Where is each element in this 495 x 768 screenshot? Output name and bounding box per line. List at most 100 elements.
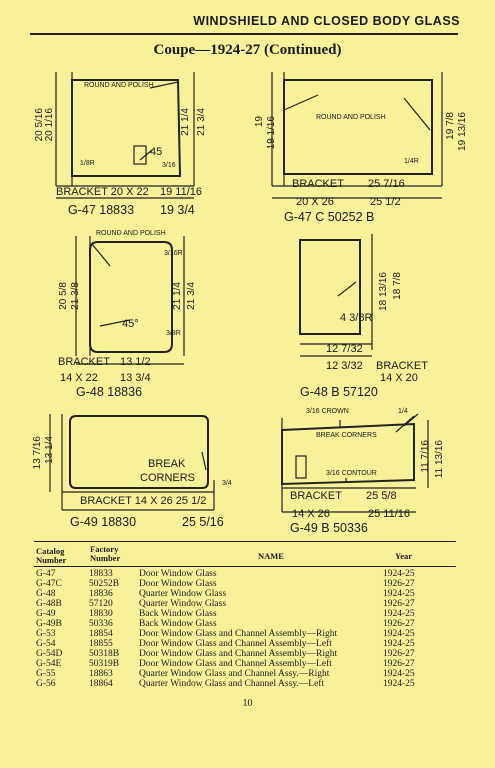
- g48-dim-right-a: 21 1/4: [172, 282, 183, 310]
- g48b-caption: G-48 B 57120: [300, 385, 378, 399]
- g49-dim-left-a: 13 7/16: [32, 436, 43, 470]
- cell-year: 1924-25: [383, 569, 415, 579]
- g49-size: 25 5/16: [182, 515, 224, 529]
- g48b-bracket: BRACKET: [376, 360, 428, 372]
- g48-note: ROUND AND POLISH: [96, 230, 166, 237]
- g47c-caption: G-47 C 50252 B: [284, 210, 375, 224]
- g48b-small-r: 4 3/8R: [340, 312, 373, 324]
- table-header-name: NAME: [258, 551, 284, 561]
- g49b-size-b: 25 11/16: [368, 508, 411, 520]
- g47c-bracket-dim: 25 7/16: [368, 178, 405, 190]
- cell-name: Door Window Glass and Channel Assembly—L…: [139, 659, 332, 669]
- g47-dim-right-a: 21 1/4: [180, 108, 191, 136]
- g49b-bracket: BRACKET: [290, 490, 342, 502]
- g49b-note: BREAK CORNERS: [316, 432, 377, 439]
- g49-note-a: BREAK: [148, 458, 186, 470]
- g48-dim-right-b: 21 3/4: [186, 282, 197, 310]
- cell-year: 1926-27: [383, 579, 415, 589]
- g48-dim-outer: 20 5/8: [58, 282, 69, 310]
- cell-name: Door Window Glass and Channel Assembly—R…: [139, 629, 338, 639]
- cell-catalog: G-49B: [36, 619, 62, 629]
- cell-name: Door Window Glass and Channel Assembly—R…: [139, 649, 338, 659]
- diagram-g48b-shape: [299, 234, 373, 357]
- cell-name: Back Window Glass: [139, 619, 217, 629]
- cell-year: 1924-25: [383, 589, 415, 599]
- cell-year: 1926-27: [383, 649, 415, 659]
- cell-year: 1924-25: [383, 679, 415, 689]
- g48-caption: G-48 18836: [76, 385, 143, 399]
- glass-diagrams-lineart: [49, 72, 443, 513]
- g48-bracket-dim: 13 1/2: [120, 356, 151, 368]
- g47c-note: ROUND AND POLISH: [316, 114, 386, 121]
- cell-factory: 57120: [89, 599, 113, 609]
- cell-name: Quarter Window Glass: [139, 589, 227, 599]
- g47-angle: 45: [150, 146, 163, 158]
- cell-catalog: G-56: [36, 679, 56, 689]
- g49b-bracket-dim: 25 5/8: [366, 490, 397, 502]
- cell-factory: 18864: [89, 679, 113, 689]
- cell-name: Door Window Glass: [139, 569, 217, 579]
- table-header-factory: Factory Number: [90, 544, 121, 563]
- cell-name: Back Window Glass: [139, 609, 217, 619]
- g49-frac: 3/4: [222, 480, 232, 487]
- g48b-bottom-dim-b: 12 3/32: [326, 360, 363, 372]
- cell-factory: 50318B: [89, 649, 120, 659]
- cell-catalog: G-54E: [36, 659, 62, 669]
- cell-catalog: G-47: [36, 569, 56, 579]
- g49b-size-a: 14 X 26: [292, 508, 330, 520]
- g49b-dim-right-a: 11 7/16: [420, 440, 431, 473]
- g49-caption: G-49 18830: [70, 515, 137, 529]
- g47c-size-a: 20 X 26: [296, 196, 334, 208]
- g49-note-b: CORNERS: [140, 472, 196, 484]
- g48b-dim-right-a: 18 13/16: [378, 272, 389, 311]
- cell-year: 1924-25: [383, 669, 415, 679]
- cell-factory: 18830: [89, 609, 113, 619]
- cell-year: 1926-27: [383, 599, 415, 609]
- g47c-dim-right-a: 19 7/8: [445, 112, 456, 140]
- cell-catalog: G-55: [36, 669, 56, 679]
- g48-angle: 45°: [122, 318, 139, 330]
- g48-small-r2: 3/8R: [166, 330, 181, 337]
- diagram-g47c-shape: [271, 72, 443, 199]
- cell-name: Quarter Window Glass and Channel Assy.—R…: [139, 669, 330, 679]
- g49b-caption: G-49 B 50336: [290, 521, 368, 535]
- cell-factory: 50319B: [89, 659, 120, 669]
- page-subtitle: Coupe—1924-27 (Continued): [153, 42, 342, 58]
- g47c-size-b: 25 1/2: [370, 196, 401, 208]
- cell-catalog: G-54D: [36, 649, 63, 659]
- g47-bracket-dim: 19 11/16: [160, 186, 203, 198]
- cell-year: 1924-25: [383, 629, 415, 639]
- g47c-bracket: BRACKET: [292, 178, 344, 190]
- g49-dim-left-b: 13 1/4: [44, 436, 55, 464]
- cell-catalog: G-48: [36, 589, 56, 599]
- cell-factory: 18833: [89, 569, 113, 579]
- page-number: 10: [242, 698, 253, 709]
- table-top-rule: [34, 541, 456, 542]
- g49b-crown: 3/16 CROWN: [306, 408, 349, 415]
- cell-year: 1924-25: [383, 639, 415, 649]
- g47c-dim-left-a: 19: [254, 116, 265, 128]
- cell-factory: 18863: [89, 669, 113, 679]
- g48-size-b: 13 3/4: [120, 372, 151, 384]
- cell-factory: 18854: [89, 629, 113, 639]
- g47-size: 19 3/4: [160, 203, 195, 217]
- cell-name: Quarter Window Glass and Channel Assy.—L…: [139, 679, 325, 689]
- g48b-bottom-dim-a: 12 7/32: [326, 343, 363, 355]
- diagram-g48-shape: [75, 236, 185, 365]
- page-header-title: WINDSHIELD AND CLOSED BODY GLASS: [193, 14, 460, 28]
- g47-small-r: 1/8R: [80, 160, 95, 167]
- diagram-g47-shape: [55, 72, 195, 199]
- cell-catalog: G-47C: [36, 579, 62, 589]
- cell-catalog: G-49: [36, 609, 56, 619]
- cell-year: 1926-27: [383, 619, 415, 629]
- g47c-small-r: 1/4R: [404, 158, 419, 165]
- table-header-catalog: Catalog Number: [36, 546, 67, 565]
- cell-factory: 50336: [89, 619, 113, 629]
- g49b-frac: 1/4: [398, 408, 408, 415]
- diagram-g49-shape: [49, 414, 215, 511]
- cell-factory: 18855: [89, 639, 113, 649]
- g49-bracket: BRACKET 14 X 26 25 1/2: [80, 495, 207, 507]
- cell-factory: 18836: [89, 589, 113, 599]
- g47-dim-inner: 20 1/16: [44, 108, 55, 142]
- g48b-size: 14 X 20: [380, 372, 418, 384]
